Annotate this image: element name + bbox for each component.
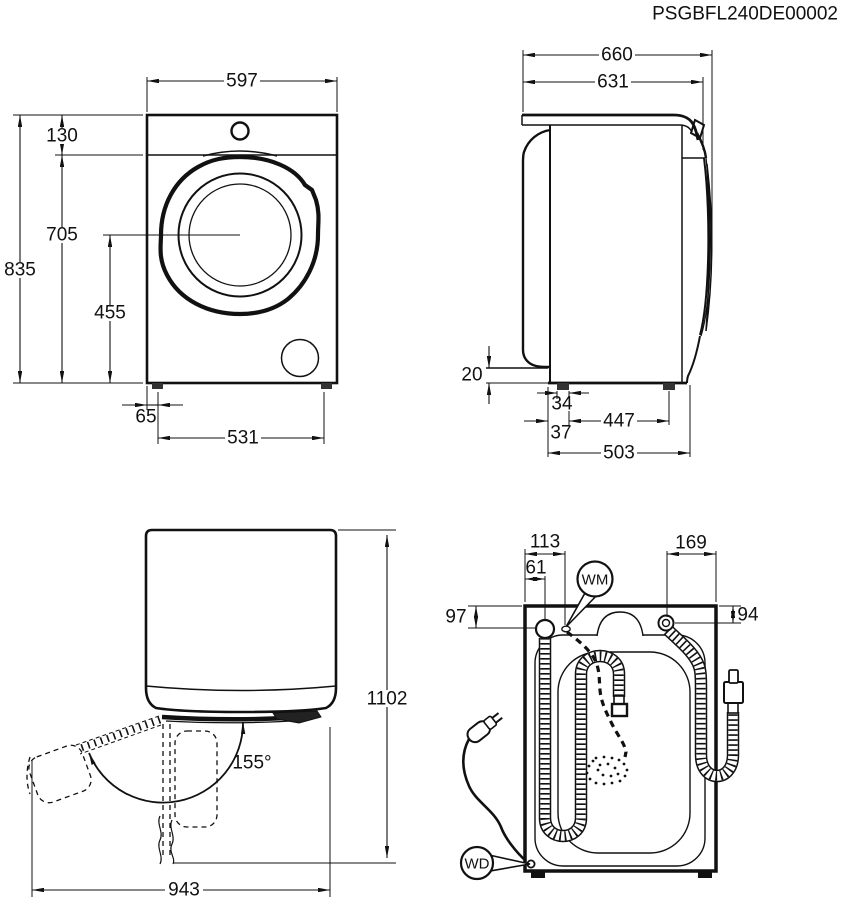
wm-point — [561, 625, 571, 633]
front-view-dimensions: 597 835 130 705 455 65 531 — [2, 71, 338, 449]
top-cabinet-outline — [144, 528, 338, 714]
side-top-panel — [522, 113, 700, 141]
front-view — [103, 113, 339, 389]
rear-contour-inner — [557, 651, 691, 854]
door-swing-arc — [88, 721, 246, 804]
door-open-155-edges — [75, 715, 162, 755]
dim-rear-left-depth: 97 — [445, 607, 466, 628]
wm-label: WM — [582, 572, 609, 589]
dim-side-base-depth: 503 — [603, 443, 635, 464]
dim-rear-inlet-offset: 169 — [675, 533, 707, 554]
dim-side-overall-depth: 660 — [601, 45, 633, 66]
dim-rear-right-depth: 94 — [737, 605, 759, 626]
dim-side-rear-offset: 37 — [550, 423, 571, 444]
door-outer-rim — [158, 154, 321, 317]
dim-front-overall-height: 835 — [4, 260, 36, 281]
front-cabinet-outline — [145, 113, 339, 385]
dim-open-height: 1102 — [367, 689, 408, 710]
door-open-155-glass — [28, 744, 92, 804]
dim-front-door-height: 705 — [46, 225, 78, 246]
dim-side-body-depth: 631 — [597, 72, 629, 93]
rear-view: WM WD — [459, 560, 744, 881]
door-handle-top — [272, 710, 322, 724]
dim-open-depth: 943 — [168, 880, 200, 899]
door-break-line-2 — [170, 819, 175, 865]
door-open-155-hinge-ticks — [76, 716, 162, 753]
side-front-foot — [663, 383, 675, 390]
rear-right-foot — [698, 871, 712, 878]
side-rear-foot — [557, 383, 569, 390]
side-view-dimensions: 660 631 20 34 37 447 503 — [461, 45, 713, 464]
door-edge-top — [695, 132, 708, 159]
wm-callout: WM — [561, 560, 614, 633]
dim-side-feet-spacing: 447 — [603, 411, 635, 432]
dim-rear-wm-offset: 113 — [530, 532, 560, 553]
front-left-foot — [152, 383, 163, 389]
rear-left-foot — [531, 871, 545, 878]
drain-hose — [538, 638, 629, 843]
door-edge-outer — [699, 157, 710, 336]
front-right-foot — [321, 383, 332, 389]
drain-hose-fitting — [610, 702, 629, 718]
spray-dots — [585, 755, 629, 786]
wd-callout: WD — [459, 845, 531, 881]
door-open-90-glass — [174, 730, 218, 828]
door-open-90-edges — [162, 724, 171, 858]
power-plug-icon — [466, 712, 503, 744]
side-front-bottom — [686, 335, 701, 384]
dim-front-feet-spacing: 531 — [227, 428, 259, 449]
dim-front-drum-center: 455 — [94, 303, 126, 324]
side-rear-cover — [521, 128, 551, 369]
rear-dome-bump — [596, 611, 644, 637]
dim-front-width: 597 — [226, 71, 258, 92]
dim-door-angle: 155° — [232, 753, 271, 774]
dim-front-foot-inset: 65 — [135, 407, 156, 428]
dim-side-foot-width: 34 — [551, 394, 573, 415]
side-view — [486, 113, 713, 390]
water-path-dashed — [566, 630, 628, 758]
power-cord — [462, 738, 527, 862]
rear-view-dimensions: 113 61 169 97 94 — [445, 532, 759, 629]
inlet-port-inner — [661, 618, 671, 628]
drain-outlet-port — [534, 618, 556, 640]
inlet-hose-cap — [728, 669, 739, 684]
dim-rear-cord-offset: 61 — [525, 558, 546, 579]
door-recess-arc — [202, 150, 278, 157]
inlet-hose — [663, 625, 744, 783]
door-break-line-1 — [158, 815, 162, 865]
door-open-dimensions: 1102 943 155° — [31, 529, 410, 899]
door-open-view — [26, 528, 338, 865]
filter-door-icon — [280, 338, 320, 378]
top-front-bezel-line — [145, 685, 337, 692]
detergent-knob-icon — [230, 121, 250, 141]
drawing-code: PSGBFL240DE00002 — [652, 4, 838, 25]
dim-front-top-height: 130 — [46, 126, 78, 147]
dim-side-rear-gap: 20 — [461, 365, 482, 386]
door-glass-profile — [705, 163, 713, 332]
inlet-hose-connector — [723, 681, 744, 704]
door-open-155-outer-edge — [26, 756, 31, 795]
wd-label: WD — [465, 856, 490, 873]
